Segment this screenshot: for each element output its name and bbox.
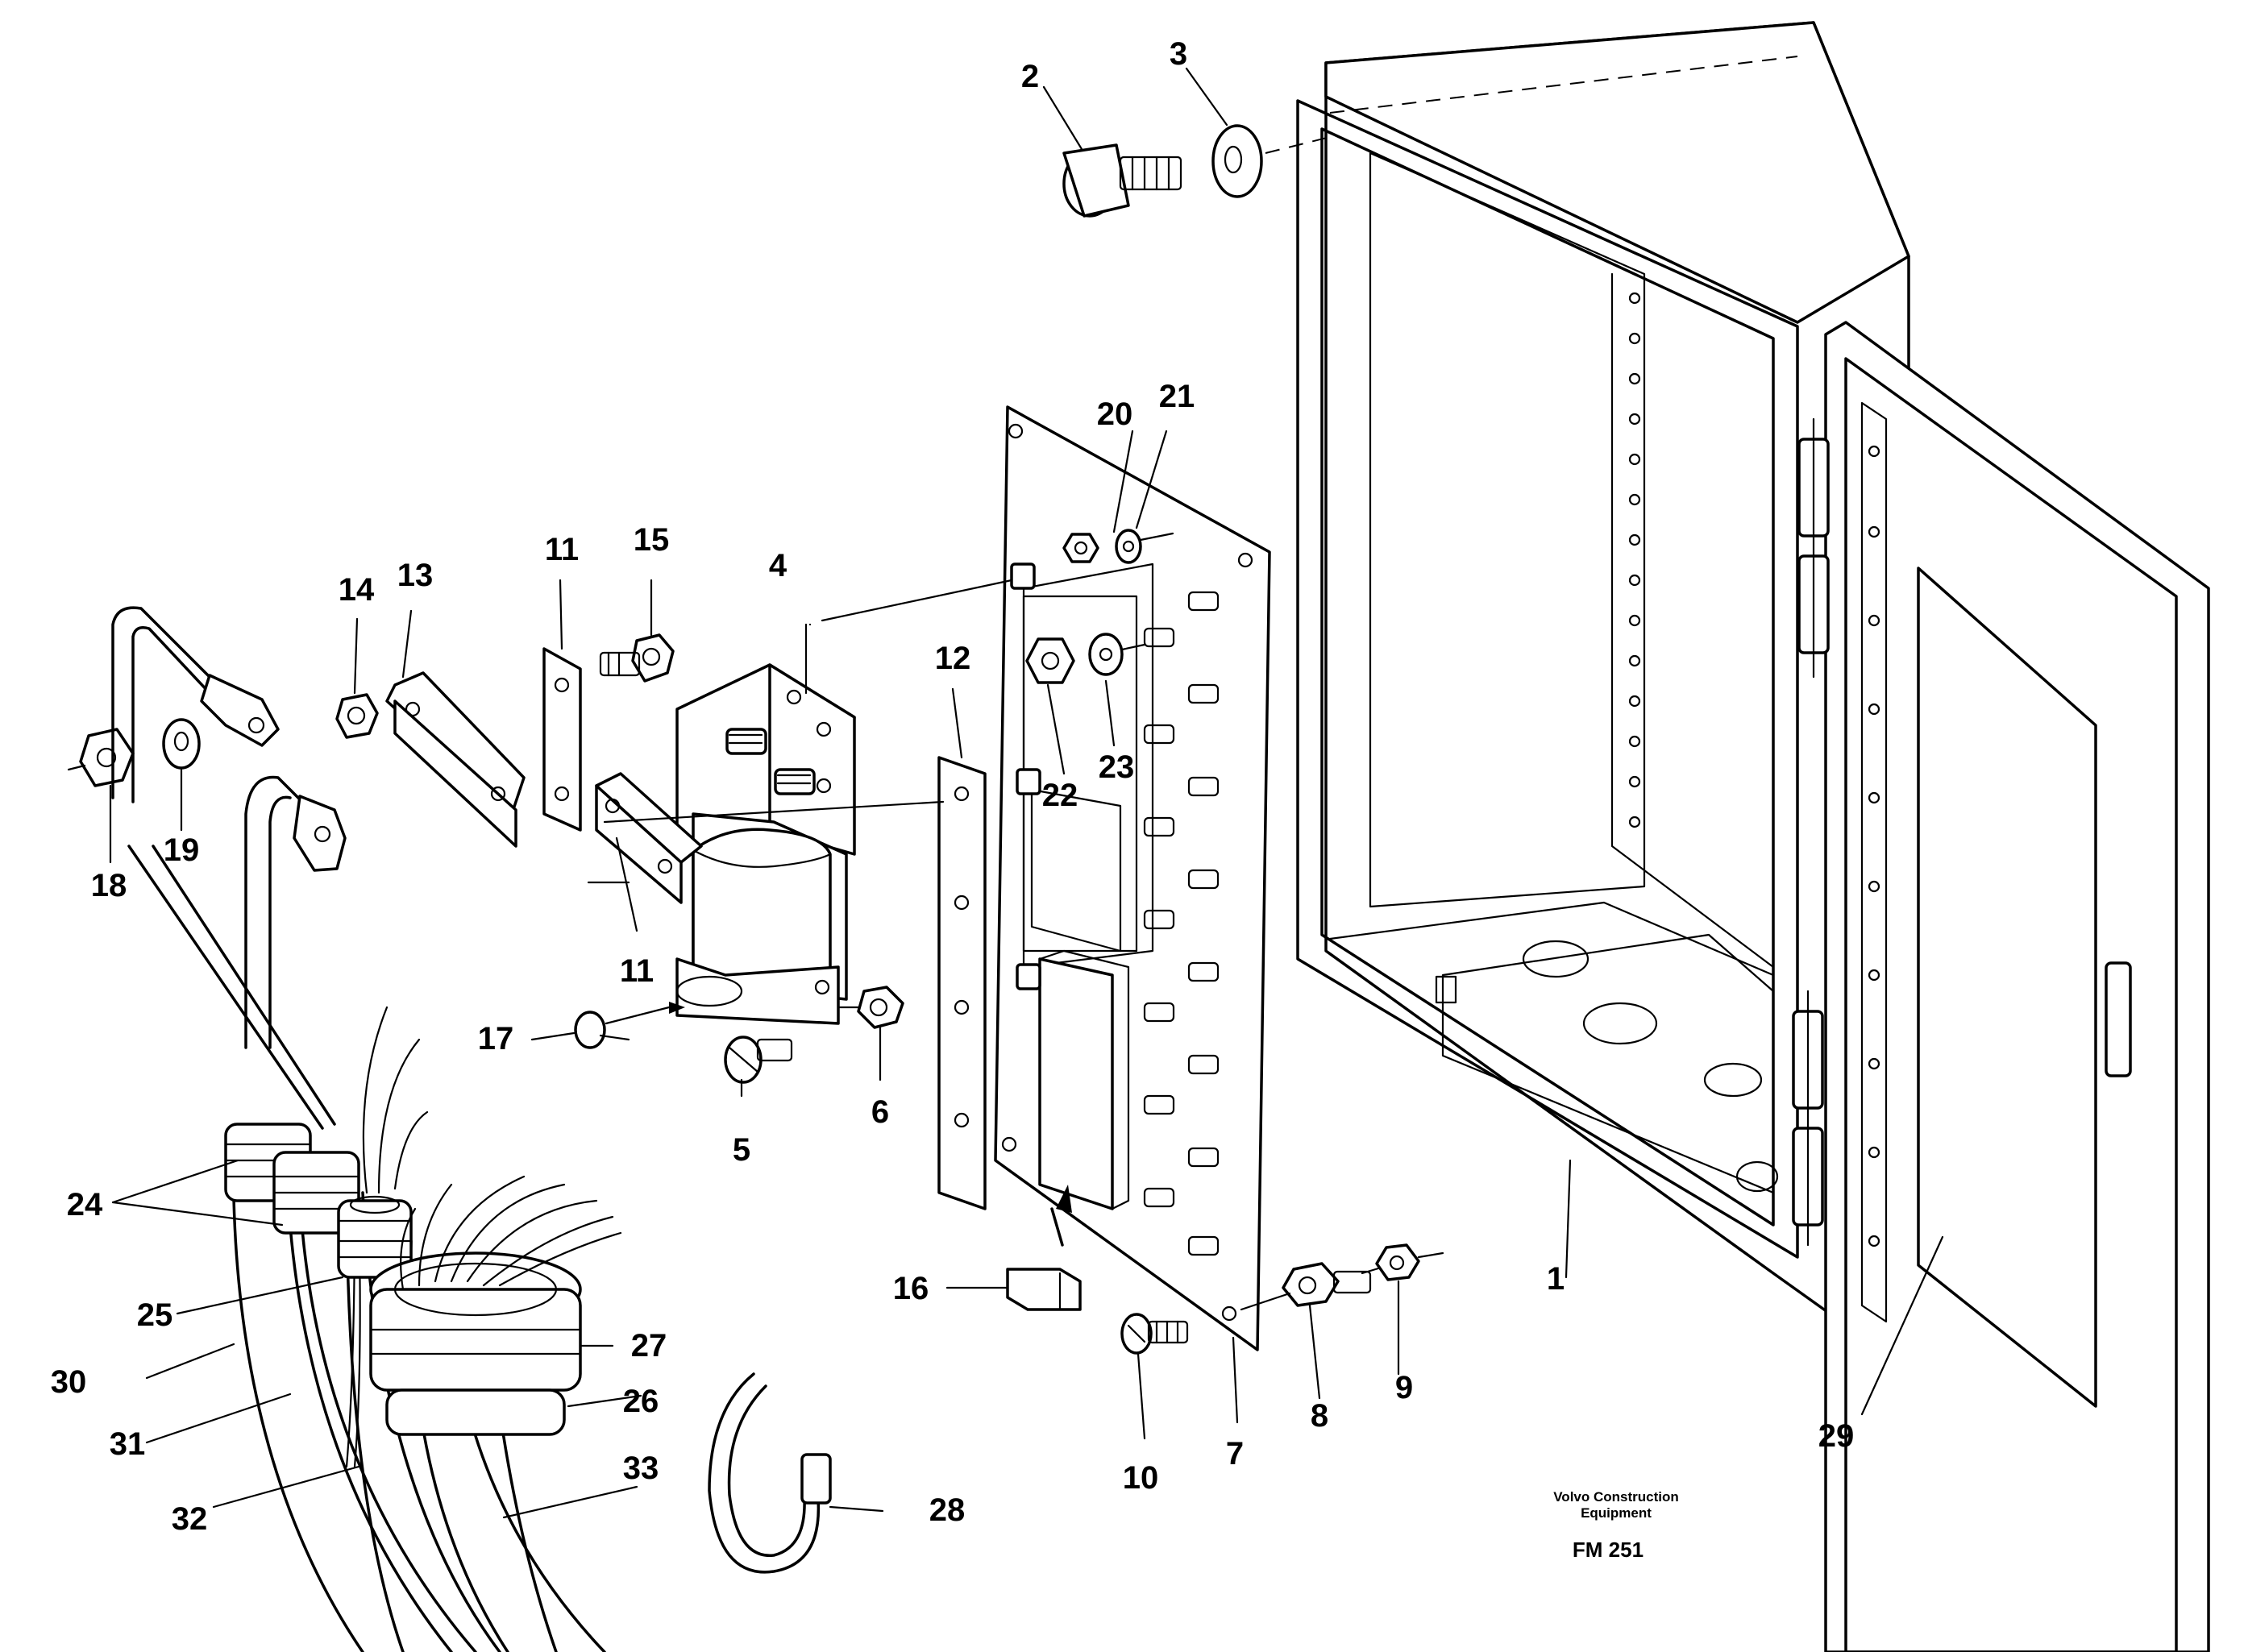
callout-26: 26 [623, 1384, 659, 1419]
callout-21: 21 [1159, 379, 1195, 414]
top-screw-washer [1064, 126, 1330, 216]
cable-glands [226, 1124, 411, 1277]
cabinet-housing [1298, 23, 1909, 1370]
link-bar-13 [387, 673, 524, 846]
cabinet-back-holes [1630, 293, 1639, 827]
caption-figure-code: FM 251 [1573, 1538, 1644, 1562]
callout-20: 20 [1097, 396, 1133, 432]
cabinet-door [1826, 322, 2209, 1652]
callout-12: 12 [935, 641, 971, 676]
callout-33: 33 [623, 1451, 659, 1486]
caption-manufacturer-line2: Equipment [1581, 1505, 1652, 1521]
callout-22: 22 [1042, 778, 1078, 813]
callout-30: 30 [51, 1364, 87, 1400]
callout-11-upper: 11 [545, 532, 579, 567]
callout-10: 10 [1123, 1460, 1159, 1496]
callout-15: 15 [634, 522, 670, 558]
callout-19: 19 [164, 832, 200, 868]
callout-23: 23 [1099, 749, 1135, 785]
callout-14: 14 [339, 572, 375, 608]
cable-lugs [113, 608, 345, 1048]
relay-bracket [677, 665, 854, 1023]
figure-caption: Volvo Construction Equipment FM 251 [1553, 1489, 1679, 1562]
fuse [1008, 1185, 1080, 1310]
link-bar-12 [939, 758, 985, 1209]
callout-24: 24 [67, 1187, 103, 1222]
nut-washer-18-19 [69, 720, 199, 786]
nut-14 [337, 695, 377, 737]
callout-18: 18 [91, 868, 127, 903]
bolt-15 [600, 635, 673, 681]
callout-1: 1 [1547, 1261, 1565, 1297]
bracket-fasteners [725, 987, 903, 1082]
callout-31: 31 [110, 1426, 146, 1462]
callout-4: 4 [769, 548, 787, 583]
callout-2: 2 [1021, 59, 1039, 94]
diode [576, 1002, 685, 1048]
callout-8: 8 [1311, 1398, 1328, 1434]
callout-28: 28 [929, 1492, 966, 1528]
door-hinges [1793, 419, 1828, 1245]
callout-29: 29 [1818, 1418, 1855, 1454]
callout-5: 5 [733, 1132, 750, 1168]
callout-25: 25 [137, 1297, 173, 1333]
callout-16: 16 [893, 1271, 929, 1306]
callout-9: 9 [1395, 1370, 1413, 1405]
caption-manufacturer-line1: Volvo Construction [1553, 1489, 1679, 1505]
callout-3: 3 [1170, 36, 1187, 72]
callout-27: 27 [631, 1328, 667, 1364]
callout-13: 13 [397, 558, 434, 593]
callout-7: 7 [1226, 1436, 1244, 1471]
cable-tie [709, 1374, 830, 1572]
callout-11-lower: 11 [620, 953, 654, 989]
leader-lines [110, 68, 1943, 1517]
callout-17: 17 [478, 1021, 514, 1056]
callout-6: 6 [871, 1094, 889, 1130]
plate-nuts-washers [1027, 530, 1173, 683]
terminal-studs [1145, 592, 1218, 1255]
plate-fasteners-lower [1122, 1245, 1443, 1353]
callout-32: 32 [172, 1501, 208, 1537]
large-cable-gland [371, 1177, 621, 1434]
callout-labels: 1 2 3 4 5 6 7 8 9 10 11 11 12 13 14 15 1… [51, 36, 1855, 1537]
link-bar-11-lower [596, 774, 701, 903]
link-bar-11-upper [544, 649, 580, 830]
